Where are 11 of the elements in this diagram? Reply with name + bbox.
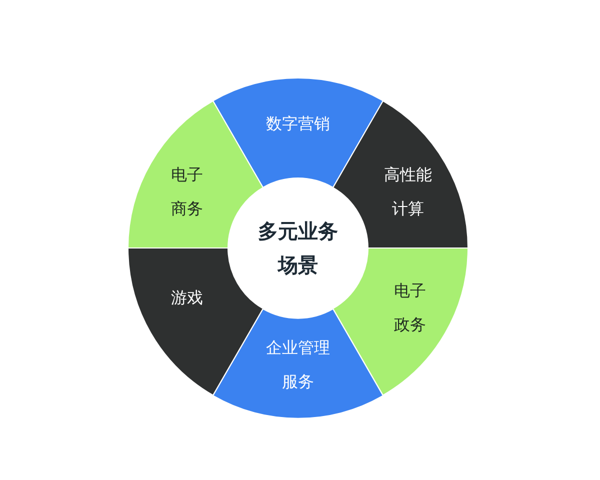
center-title: 多元业务场景 (258, 218, 338, 279)
donut-segment (213, 308, 383, 418)
segment-label: 企业管理服务 (266, 336, 330, 393)
segment-label: 游戏 (171, 287, 203, 309)
segment-label: 高性能计算 (384, 164, 432, 220)
segment-label: 电子商务 (171, 164, 203, 220)
donut-segment (213, 78, 383, 188)
donut-segment (128, 248, 263, 396)
segment-label: 数字营销 (266, 113, 330, 135)
segment-label: 电子政务 (394, 280, 426, 336)
donut-segment (333, 248, 468, 396)
